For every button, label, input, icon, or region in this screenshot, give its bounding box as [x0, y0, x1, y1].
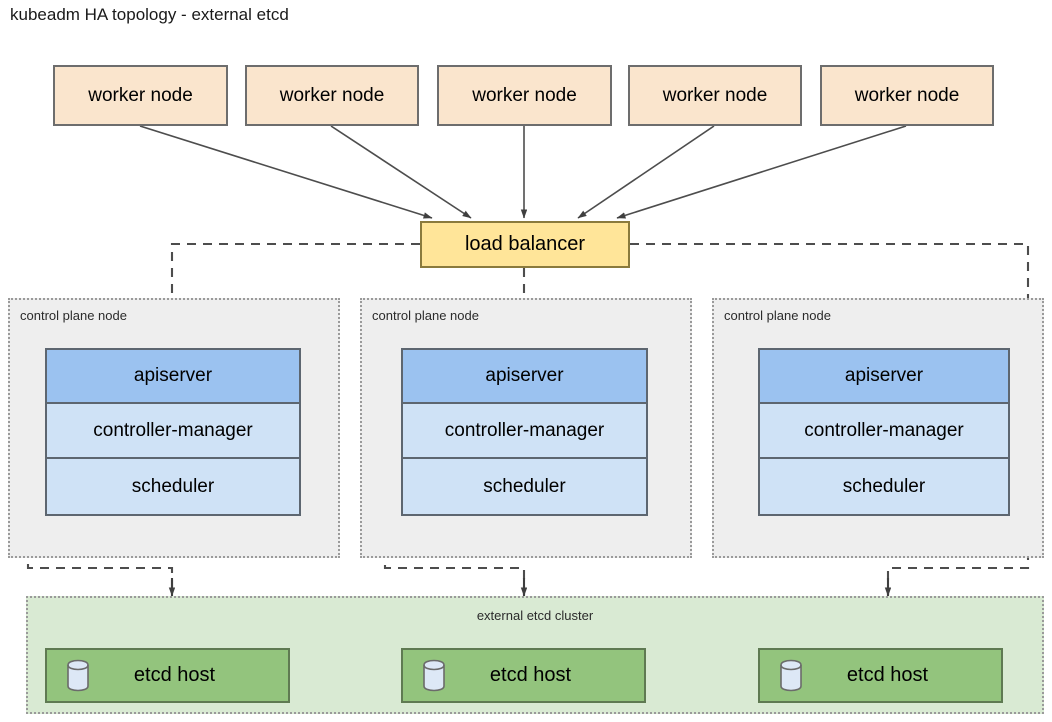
worker-node-label: worker node	[88, 84, 193, 106]
control-plane-node-label: control plane node	[20, 308, 127, 323]
etcd-host-label: etcd host	[846, 664, 929, 686]
control-plane-1-scheduler[interactable]: scheduler	[47, 459, 299, 514]
component-label: controller-manager	[804, 419, 964, 441]
control-plane-2-components: apiserver controller-manager scheduler	[401, 348, 648, 516]
control-plane-node-label: control plane node	[372, 308, 479, 323]
page-title: kubeadm HA topology - external etcd	[10, 5, 289, 24]
control-plane-1-controller-manager[interactable]: controller-manager	[47, 404, 299, 459]
control-plane-1-components: apiserver controller-manager scheduler	[45, 348, 301, 516]
connector-worker2-to-lb	[330, 125, 472, 219]
etcd-cluster-label: external etcd cluster	[476, 608, 594, 623]
worker-node-label: worker node	[662, 84, 768, 106]
etcd-host-label: etcd host	[489, 664, 572, 686]
component-label: controller-manager	[444, 419, 605, 441]
component-label: controller-manager	[93, 419, 253, 441]
load-balancer-label: load balancer	[464, 233, 586, 255]
control-plane-2-controller-manager[interactable]: controller-manager	[403, 404, 646, 459]
control-plane-node-label: control plane node	[724, 308, 831, 323]
etcd-host-1[interactable]: etcd host	[45, 648, 290, 703]
worker-node-label: worker node	[279, 84, 385, 106]
component-label: apiserver	[844, 365, 924, 386]
connector-worker1-to-lb	[139, 125, 433, 219]
component-label: scheduler	[483, 475, 566, 497]
load-balancer-box[interactable]: load balancer	[420, 221, 630, 268]
control-plane-3-controller-manager[interactable]: controller-manager	[760, 404, 1008, 459]
worker-node-label: worker node	[854, 84, 960, 106]
database-cylinder-icon	[780, 659, 802, 692]
database-cylinder-icon	[423, 659, 445, 692]
component-label: scheduler	[131, 475, 215, 497]
worker-node-label: worker node	[472, 84, 577, 106]
component-label: scheduler	[842, 475, 926, 497]
control-plane-3-apiserver[interactable]: apiserver	[760, 350, 1008, 404]
etcd-host-label: etcd host	[133, 664, 216, 686]
control-plane-1-apiserver[interactable]: apiserver	[47, 350, 299, 404]
worker-node-3[interactable]: worker node	[437, 65, 612, 126]
control-plane-3-scheduler[interactable]: scheduler	[760, 459, 1008, 514]
worker-node-4[interactable]: worker node	[628, 65, 802, 126]
etcd-host-3[interactable]: etcd host	[758, 648, 1003, 703]
control-plane-2-scheduler[interactable]: scheduler	[403, 459, 646, 514]
etcd-host-2[interactable]: etcd host	[401, 648, 646, 703]
database-cylinder-icon	[67, 659, 89, 692]
control-plane-3-components: apiserver controller-manager scheduler	[758, 348, 1010, 516]
connector-worker5-to-lb	[616, 125, 907, 219]
worker-node-1[interactable]: worker node	[53, 65, 228, 126]
connector-worker4-to-lb	[577, 125, 715, 219]
worker-node-2[interactable]: worker node	[245, 65, 419, 126]
worker-node-5[interactable]: worker node	[820, 65, 994, 126]
component-label: apiserver	[485, 365, 564, 386]
component-label: apiserver	[133, 365, 213, 386]
control-plane-2-apiserver[interactable]: apiserver	[403, 350, 646, 404]
